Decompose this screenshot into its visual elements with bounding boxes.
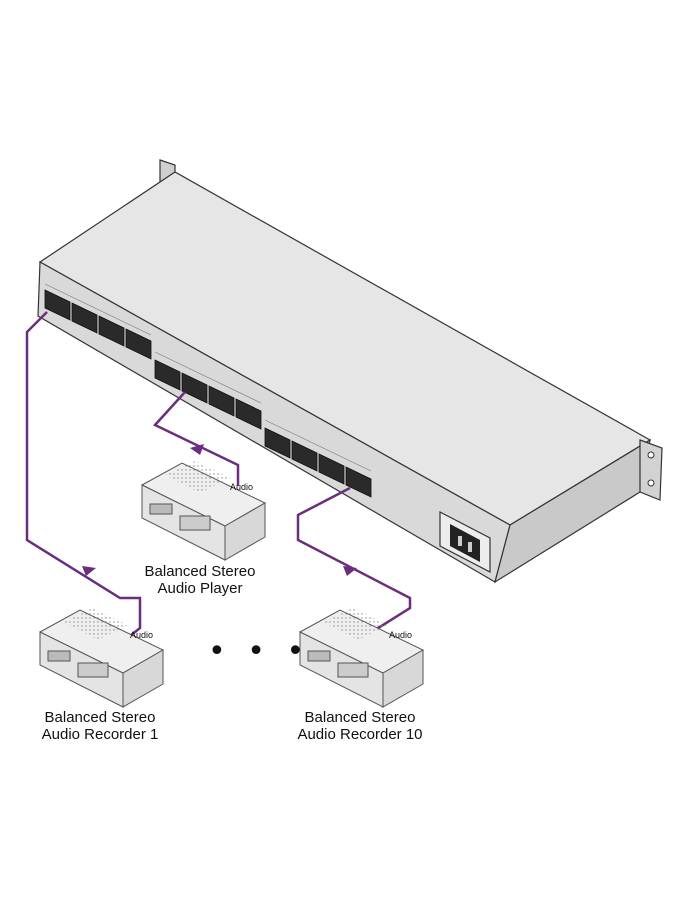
recorder-10-audio-label: Audio	[389, 630, 413, 640]
arrow-icon	[343, 566, 357, 576]
audio-recorder-1-device	[38, 608, 165, 708]
signal-arrows	[82, 444, 357, 576]
arrow-icon	[82, 566, 96, 576]
player-audio-label: Audio	[230, 482, 254, 492]
recorder-10-caption: Balanced Stereo Audio Recorder 10	[280, 709, 440, 743]
arrow-icon	[190, 444, 204, 455]
ear-screw-hole	[647, 479, 655, 487]
rack-unit	[37, 159, 663, 584]
connector	[291, 440, 318, 472]
connector	[181, 372, 208, 404]
recorder-1-caption: Balanced Stereo Audio Recorder 1	[20, 709, 180, 743]
recorder-1-caption-line2: Audio Recorder 1	[41, 726, 159, 743]
ear-screw-hole	[647, 451, 655, 459]
power-inlet	[439, 511, 491, 573]
cable-player	[152, 391, 240, 486]
terminal-connectors	[44, 289, 372, 498]
connector	[154, 359, 181, 391]
connector	[71, 302, 98, 334]
audio-recorder-10-device	[298, 608, 425, 708]
connector	[44, 289, 71, 321]
connector-label-strips	[44, 283, 372, 472]
player-caption-line2: Audio Player	[157, 580, 243, 597]
connector	[345, 466, 372, 498]
connector	[235, 398, 262, 430]
recorder-10-caption-line1: Balanced Stereo	[304, 709, 416, 726]
connector	[98, 315, 125, 347]
player-caption: Balanced Stereo Audio Player	[120, 563, 280, 597]
recorder-1-caption-line1: Balanced Stereo	[44, 709, 156, 726]
rack-ear-front	[639, 439, 663, 501]
recorder-1-audio-label: Audio	[130, 630, 154, 640]
connector	[208, 385, 235, 417]
recorder-10-caption-line2: Audio Recorder 10	[297, 726, 423, 743]
connector	[125, 328, 152, 360]
cable-recorder-1	[25, 311, 142, 641]
connector	[264, 427, 291, 459]
player-caption-line1: Balanced Stereo	[144, 563, 256, 580]
connector	[318, 453, 345, 485]
audio-player-device	[140, 461, 267, 561]
ellipsis: • • •	[208, 634, 311, 669]
